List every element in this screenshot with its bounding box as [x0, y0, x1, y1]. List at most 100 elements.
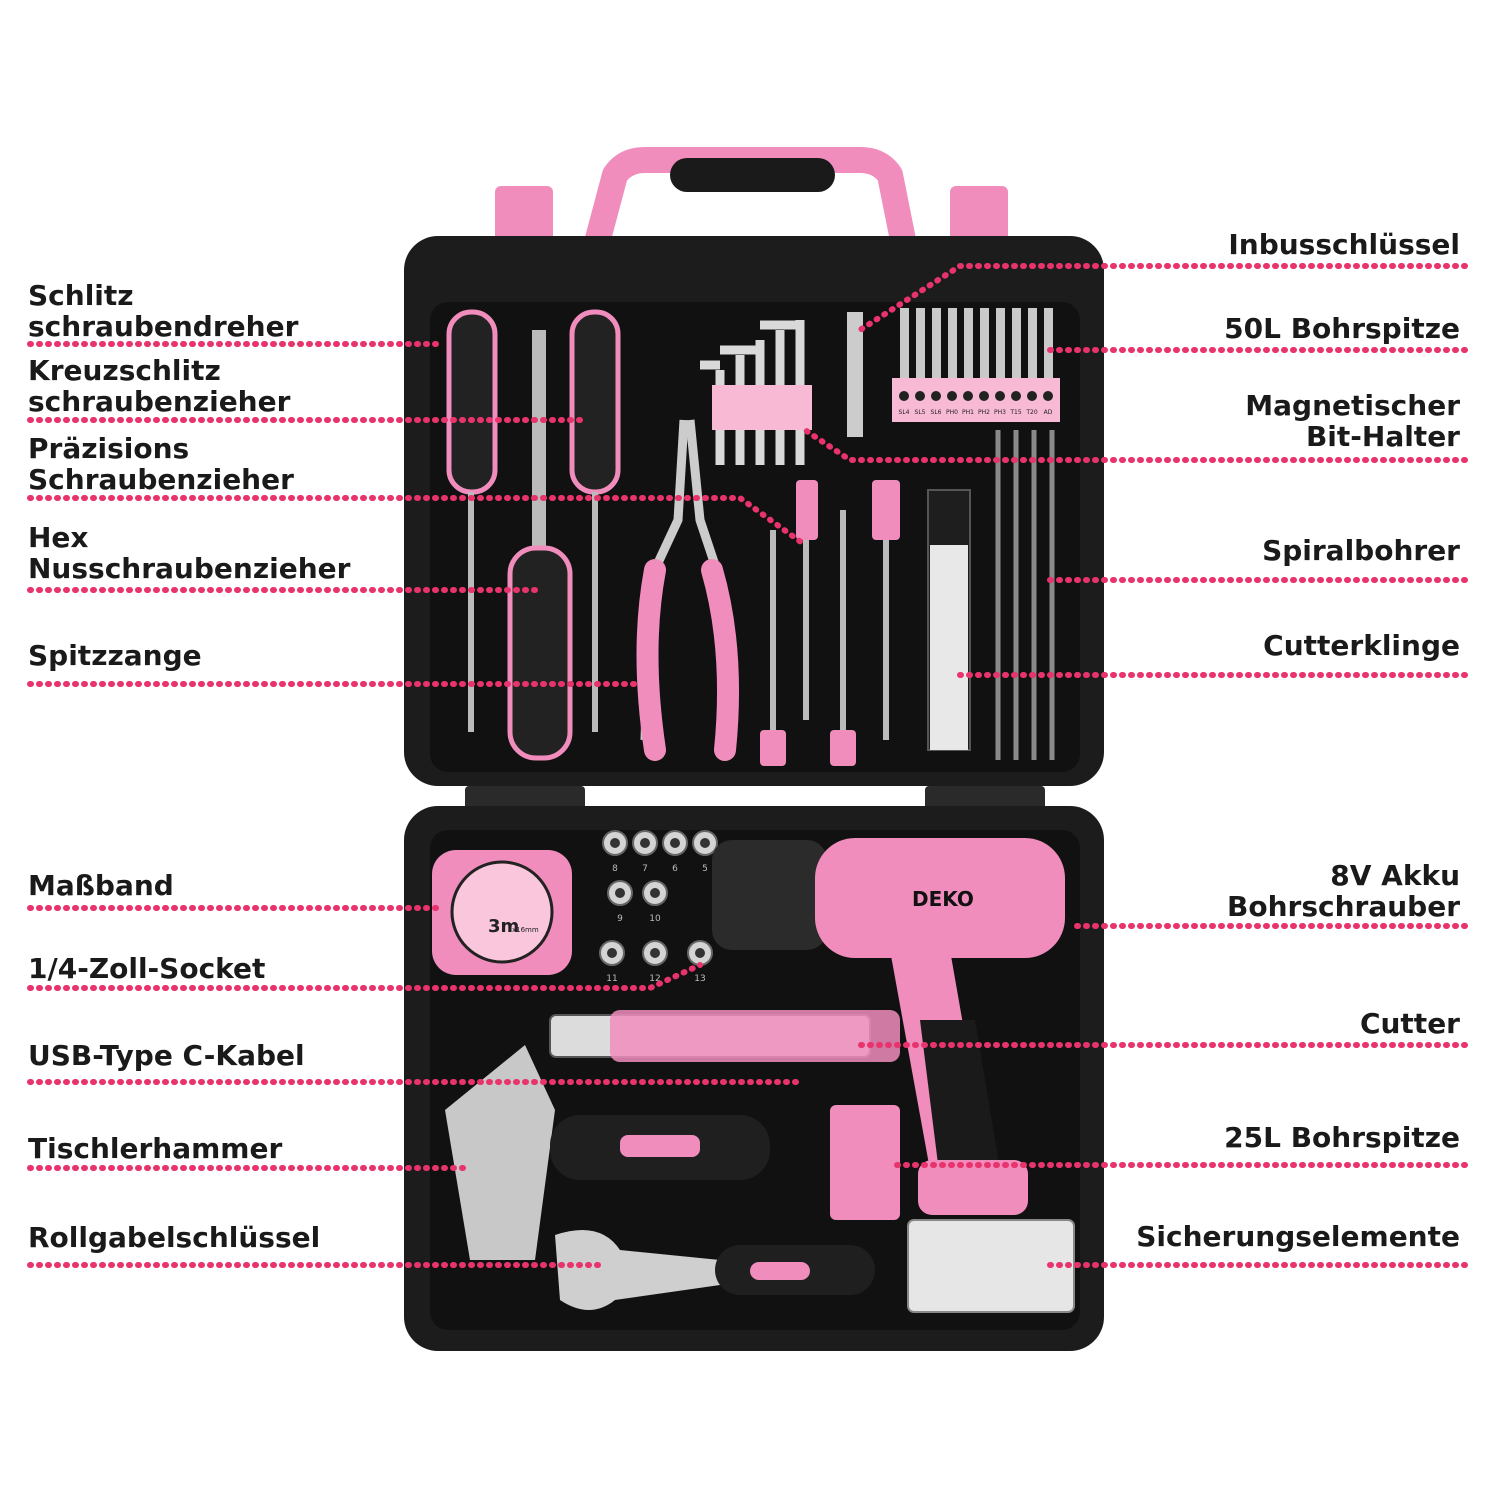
bit-marker — [915, 391, 925, 401]
hex-nut-driver — [507, 330, 573, 761]
socket-size: 11 — [606, 974, 617, 984]
label-spitzzange: Spitzzange — [28, 639, 202, 672]
latch-right[interactable] — [950, 186, 1008, 248]
label-hammer: Tischlerhammer — [28, 1132, 283, 1165]
socket-size: 7 — [642, 864, 648, 874]
label-fasteners: Sicherungselemente — [1136, 1220, 1460, 1253]
bit-marker — [995, 391, 1005, 401]
bit-marker — [979, 391, 989, 401]
label-cutterklinge: Cutterklinge — [1263, 629, 1460, 662]
label-usb: USB-Type C-Kabel — [28, 1039, 305, 1072]
leader-line — [27, 962, 703, 991]
adjustable-wrench — [555, 1230, 875, 1310]
svg-text:3m: 3m — [488, 916, 519, 937]
precision-screwdrivers — [760, 480, 900, 766]
phillips-screwdriver — [569, 309, 621, 732]
cutter-blades — [927, 489, 971, 751]
socket-size: 10 — [649, 914, 661, 924]
bit-shank — [980, 308, 989, 380]
socket-hole — [607, 948, 617, 958]
bit-label: PH2 — [978, 409, 990, 416]
bit-marker — [1043, 391, 1053, 401]
bit-label: SL4 — [899, 409, 910, 416]
latch-left[interactable] — [495, 186, 553, 248]
needle-nose-pliers — [636, 419, 740, 761]
claw-hammer — [445, 1045, 770, 1260]
bit-label: AD — [1044, 409, 1053, 416]
socket-hole — [610, 838, 620, 848]
bit-marker — [899, 391, 909, 401]
bit-marker — [931, 391, 941, 401]
socket-size: 12 — [649, 974, 660, 984]
slotted-screwdriver — [446, 309, 498, 732]
label-inbus: Inbusschlüssel — [1228, 228, 1460, 261]
leader-lines — [27, 263, 1468, 1268]
socket-size: 9 — [617, 914, 623, 924]
case-handle — [582, 147, 918, 254]
bit-label: SL5 — [915, 409, 926, 416]
socket-size: 8 — [612, 864, 618, 874]
svg-text:DEKO: DEKO — [912, 887, 974, 911]
bit-shank — [1012, 308, 1021, 380]
socket-size: 6 — [672, 864, 678, 874]
label-spiral: Spiralbohrer — [1262, 534, 1460, 567]
bit-label: PH3 — [994, 409, 1006, 416]
bit-label: PH0 — [946, 409, 958, 416]
bit-pack-25l — [830, 1105, 900, 1220]
utility-cutter — [549, 1010, 900, 1062]
bit-shank — [900, 308, 909, 380]
label-50l: 50L Bohrspitze — [1224, 312, 1460, 345]
bit-marker — [1027, 391, 1037, 401]
socket-set: 8 7 6 5 9 10 11 12 13 — [599, 830, 718, 984]
tape-measure: 3m x16mm — [432, 850, 572, 975]
label-socket: 1/4-Zoll-Socket — [28, 952, 266, 985]
socket-hole — [640, 838, 650, 848]
fastener-box — [907, 1219, 1075, 1313]
leader-line — [27, 495, 808, 548]
twist-drill-bits — [995, 430, 1055, 760]
bit-shank — [1044, 308, 1053, 380]
leader-line — [857, 263, 1468, 333]
bit-label: SL6 — [931, 409, 942, 416]
socket-size: 5 — [702, 864, 708, 874]
socket-hole — [650, 948, 660, 958]
bit-shank — [1028, 308, 1037, 380]
case-lid-bottom: 3m x16mm 8 7 6 5 9 10 11 12 13 DEKO — [404, 806, 1104, 1351]
usb-c-cable — [796, 1082, 832, 1255]
bit-shank — [996, 308, 1005, 380]
bit-marker — [1011, 391, 1021, 401]
socket-hole — [615, 888, 625, 898]
bit-label: T20 — [1025, 409, 1037, 416]
cordless-drill: DEKO — [712, 838, 1065, 1215]
bit-label: PH1 — [962, 409, 974, 416]
socket-hole — [670, 838, 680, 848]
bit-shank — [948, 308, 957, 380]
leader-line — [802, 427, 1468, 463]
magnetic-bit-holder — [847, 312, 863, 437]
label-cutter: Cutter — [1359, 1007, 1460, 1040]
socket-hole — [700, 838, 710, 848]
bit-shank — [932, 308, 941, 380]
socket-hole — [650, 888, 660, 898]
label-25l: 25L Bohrspitze — [1224, 1121, 1460, 1154]
bit-marker — [947, 391, 957, 401]
socket-hole — [695, 948, 705, 958]
bit-shank — [916, 308, 925, 380]
svg-text:x16mm: x16mm — [512, 926, 539, 934]
label-wrench: Rollgabelschlüssel — [28, 1221, 321, 1254]
label-massband: Maßband — [28, 869, 174, 902]
bit-shank — [964, 308, 973, 380]
case-hinges — [465, 786, 1045, 810]
bit-marker — [963, 391, 973, 401]
bit-label: T15 — [1009, 409, 1021, 416]
socket-size: 13 — [694, 974, 705, 984]
